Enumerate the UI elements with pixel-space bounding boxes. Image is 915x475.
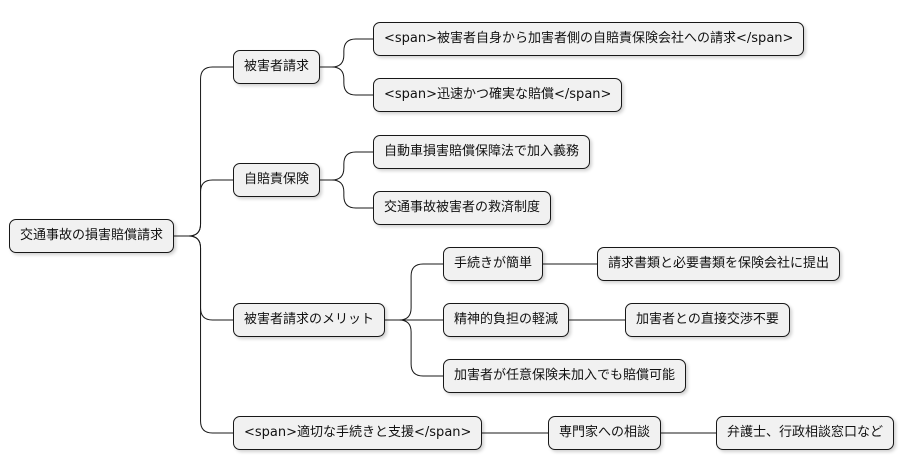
leaf-node-compensation-without-insurance: 加害者が任意保険未加入でも賠償可能 [443,359,687,393]
connector-b2-b2_1 [320,151,373,181]
connector-b2-b2_2 [320,179,373,209]
branch-node-victim-claim: 被害者請求 [233,50,321,84]
leaf-node-submit-documents: 請求書類と必要書類を保険会社に提出 [597,247,841,281]
connector-root-b3 [174,235,233,321]
node-expert-consultation: 専門家への相談 [548,416,662,450]
connector-b3-b3_1 [385,263,443,321]
root-node: 交通事故の損害賠償請求 [9,219,175,253]
connector-b3-b3_3 [385,319,443,377]
connector-root-b4 [174,235,233,434]
connector-b1-b1_1 [320,38,373,68]
leaf-node-prompt-compensation: <span>迅速かつ確実な賠償</span> [373,78,623,112]
node-easy-procedure: 手続きが簡単 [443,247,544,281]
leaf-node-claim-to-insurer: <span>被害者自身から加害者側の自賠責保険会社への請求</span> [373,22,805,56]
branch-node-claim-merits: 被害者請求のメリット [233,303,386,337]
leaf-node-mandatory-by-law: 自動車損害賠償保障法で加入義務 [373,135,591,169]
leaf-node-lawyers-counters: 弁護士、行政相談窓口など [716,416,895,450]
connector-root-b1 [174,66,233,237]
branch-node-compulsory-insurance: 自賠責保険 [233,163,321,197]
branch-node-proper-support: <span>適切な手続きと支援</span> [233,416,483,450]
connector-b1-b1_2 [320,66,373,96]
connector-root-b2 [174,179,233,237]
node-reduced-burden: 精神的負担の軽減 [443,303,570,337]
leaf-node-no-direct-negotiation: 加害者との直接交渉不要 [625,303,790,337]
leaf-node-relief-system: 交通事故被害者の救済制度 [373,191,552,225]
